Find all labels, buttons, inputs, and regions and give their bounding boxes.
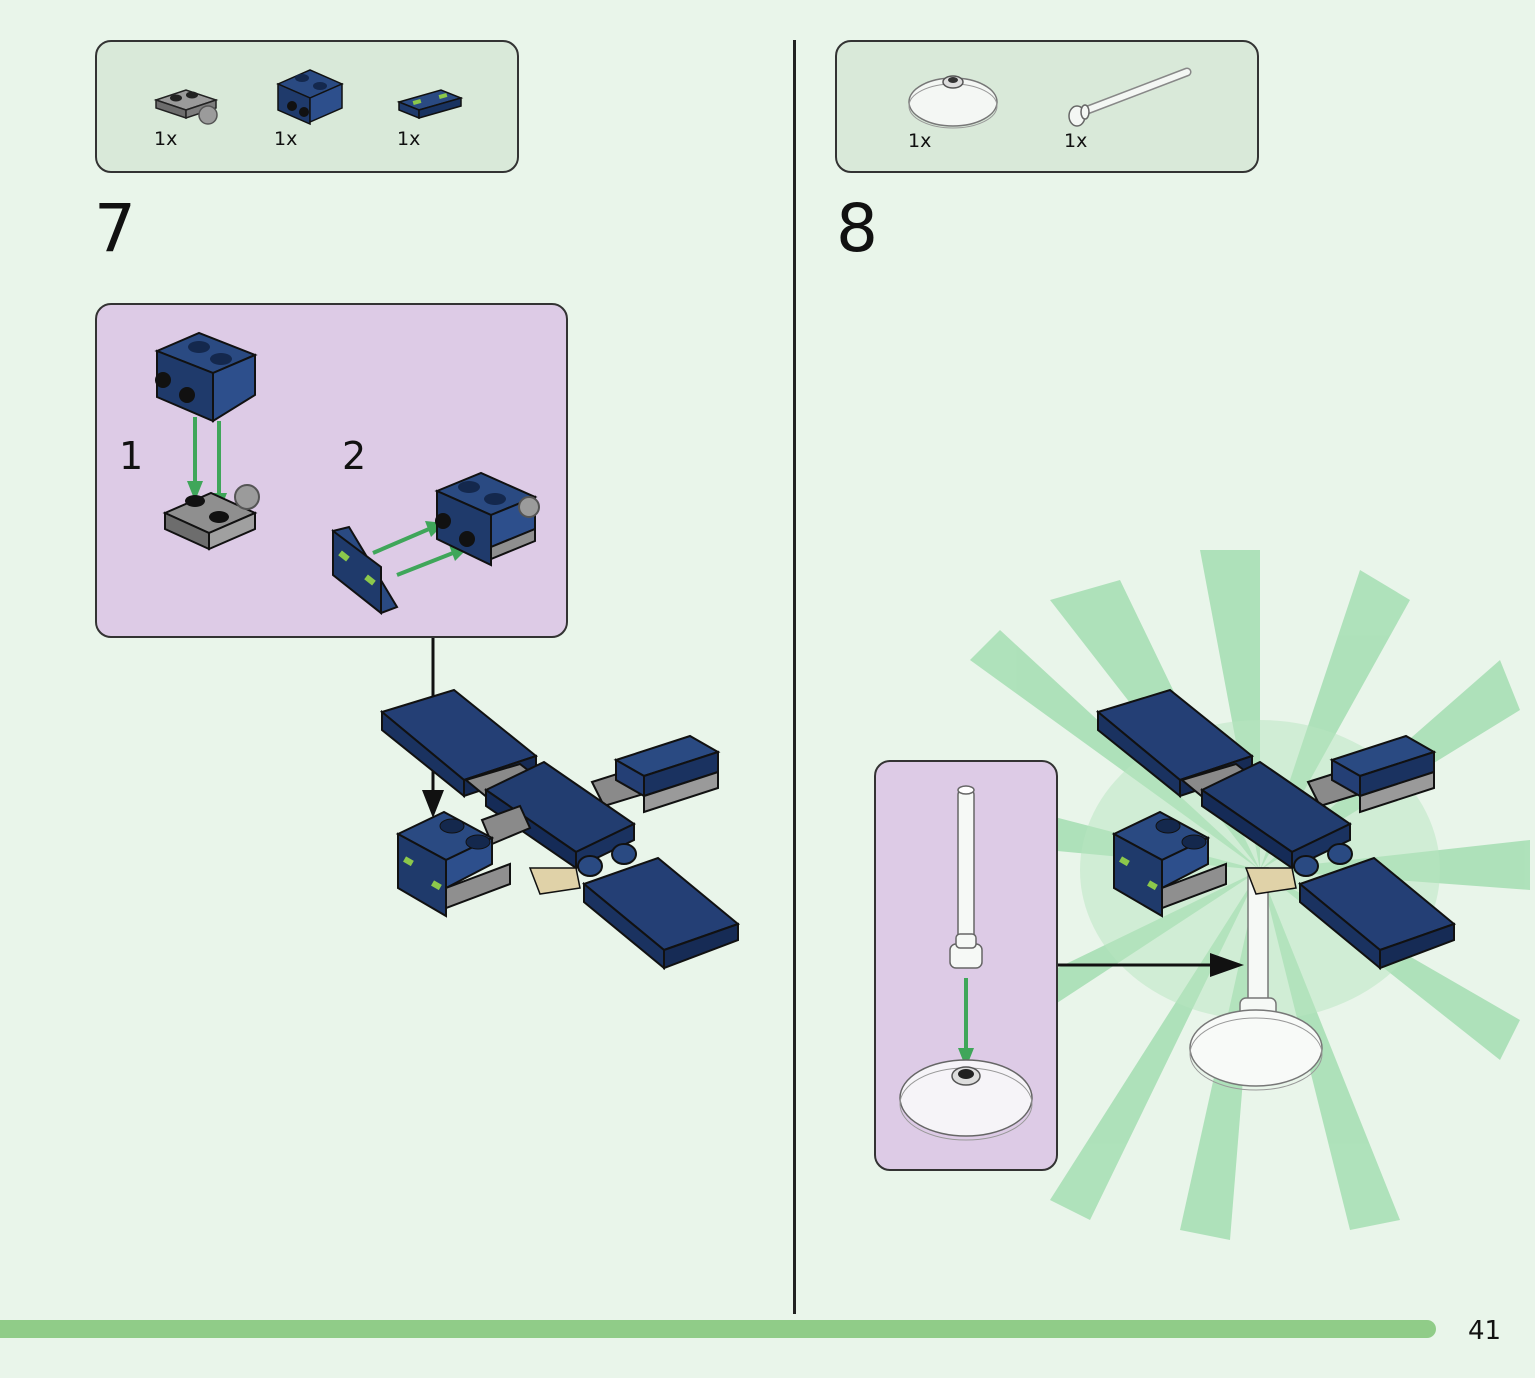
step8-subassembly-box xyxy=(874,760,1058,1171)
substep-number: 1 xyxy=(119,434,144,478)
page-number: 41 xyxy=(1468,1316,1502,1346)
highlight-burst xyxy=(940,550,1530,1240)
step7-subassembly-box: 1 2 xyxy=(95,303,568,638)
transparent-round-base-icon xyxy=(908,75,998,129)
gray-plate-with-ball-icon xyxy=(153,89,219,125)
part-quantity: 1x xyxy=(154,128,178,150)
satellite-model-step7 xyxy=(379,688,741,971)
substep2-illustration xyxy=(331,471,540,616)
part-quantity: 1x xyxy=(274,128,298,150)
step-number: 7 xyxy=(94,190,136,267)
transparent-bar-icon xyxy=(1068,67,1192,127)
footer-bar xyxy=(0,1320,1436,1338)
substep-number: 2 xyxy=(342,434,367,478)
stand-assembly-illustration xyxy=(899,785,1033,1141)
satellite-on-stand-model xyxy=(1095,688,1457,1091)
part-quantity: 1x xyxy=(1064,130,1088,152)
step-divider xyxy=(793,40,796,1314)
step8-parts-box: 1x 1x xyxy=(835,40,1259,173)
blue-bracket-brick-icon xyxy=(276,69,344,126)
part-quantity: 1x xyxy=(908,130,932,152)
part-quantity: 1x xyxy=(397,128,421,150)
step7-parts-box: 1x 1x 1x xyxy=(95,40,519,173)
substep1-illustration xyxy=(154,331,260,551)
attach-arrow-icon xyxy=(1058,953,1244,977)
step-number: 8 xyxy=(836,190,878,267)
blue-tile-icon xyxy=(396,89,464,120)
